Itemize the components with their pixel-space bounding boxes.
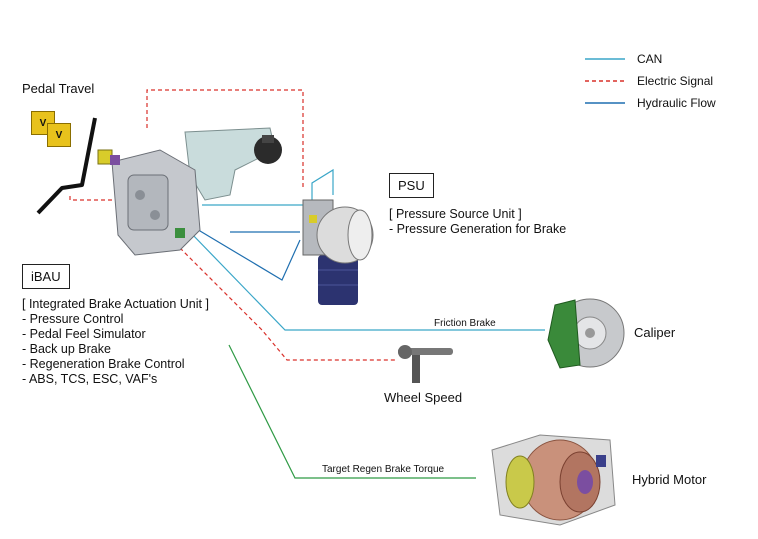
hybrid-motor-label: Hybrid Motor [632, 472, 707, 487]
ibau-desc-line: - Pressure Control [22, 312, 124, 326]
brake-pedal [36, 117, 97, 215]
legend-electric-label: Electric Signal [637, 74, 714, 88]
friction-brake-label: Friction Brake [434, 318, 496, 329]
wheel-speed-sensor-illustration [398, 345, 453, 383]
wheel-speed-label: Wheel Speed [384, 390, 463, 405]
reservoir-illustration [184, 127, 282, 201]
psu-desc-line: [ Pressure Source Unit ] [389, 207, 522, 221]
can-lines [189, 168, 545, 331]
sensor-glyph: V [39, 117, 47, 129]
caliper-label: Caliper [634, 325, 676, 340]
ibau-box: iBAU [22, 264, 70, 289]
psu-illustration [302, 199, 374, 305]
ibau-desc-line: - Pedal Feel Simulator [22, 327, 146, 341]
psu-description: [ Pressure Source Unit ] - Pressure Gene… [389, 207, 566, 237]
legend-can-label: CAN [637, 52, 663, 66]
ibau-desc-line: - ABS, TCS, ESC, VAF's [22, 372, 158, 386]
legend-hydraulic-label: Hydraulic Flow [637, 96, 716, 110]
sensor-glyph: V [55, 129, 63, 141]
psu-box: PSU [389, 173, 434, 198]
hydraulic-lines [189, 224, 301, 281]
ibau-desc-line: - Back up Brake [22, 342, 111, 356]
ibau-description: [ Integrated Brake Actuation Unit ] - Pr… [22, 297, 209, 387]
hybrid-motor-illustration [491, 434, 616, 526]
pedal-travel-label: Pedal Travel [22, 81, 95, 96]
regen-line [228, 344, 476, 479]
ibau-desc-line: - Regeneration Brake Control [22, 357, 185, 371]
target-regen-label: Target Regen Brake Torque [322, 464, 445, 475]
electric-signal-lines [69, 89, 395, 361]
pedal-sensor-icon: V [47, 123, 71, 147]
ibau-illustration [97, 149, 201, 256]
caliper-illustration [547, 298, 625, 369]
psu-desc-line: - Pressure Generation for Brake [389, 222, 567, 236]
ibau-desc-line: [ Integrated Brake Actuation Unit ] [22, 297, 209, 311]
